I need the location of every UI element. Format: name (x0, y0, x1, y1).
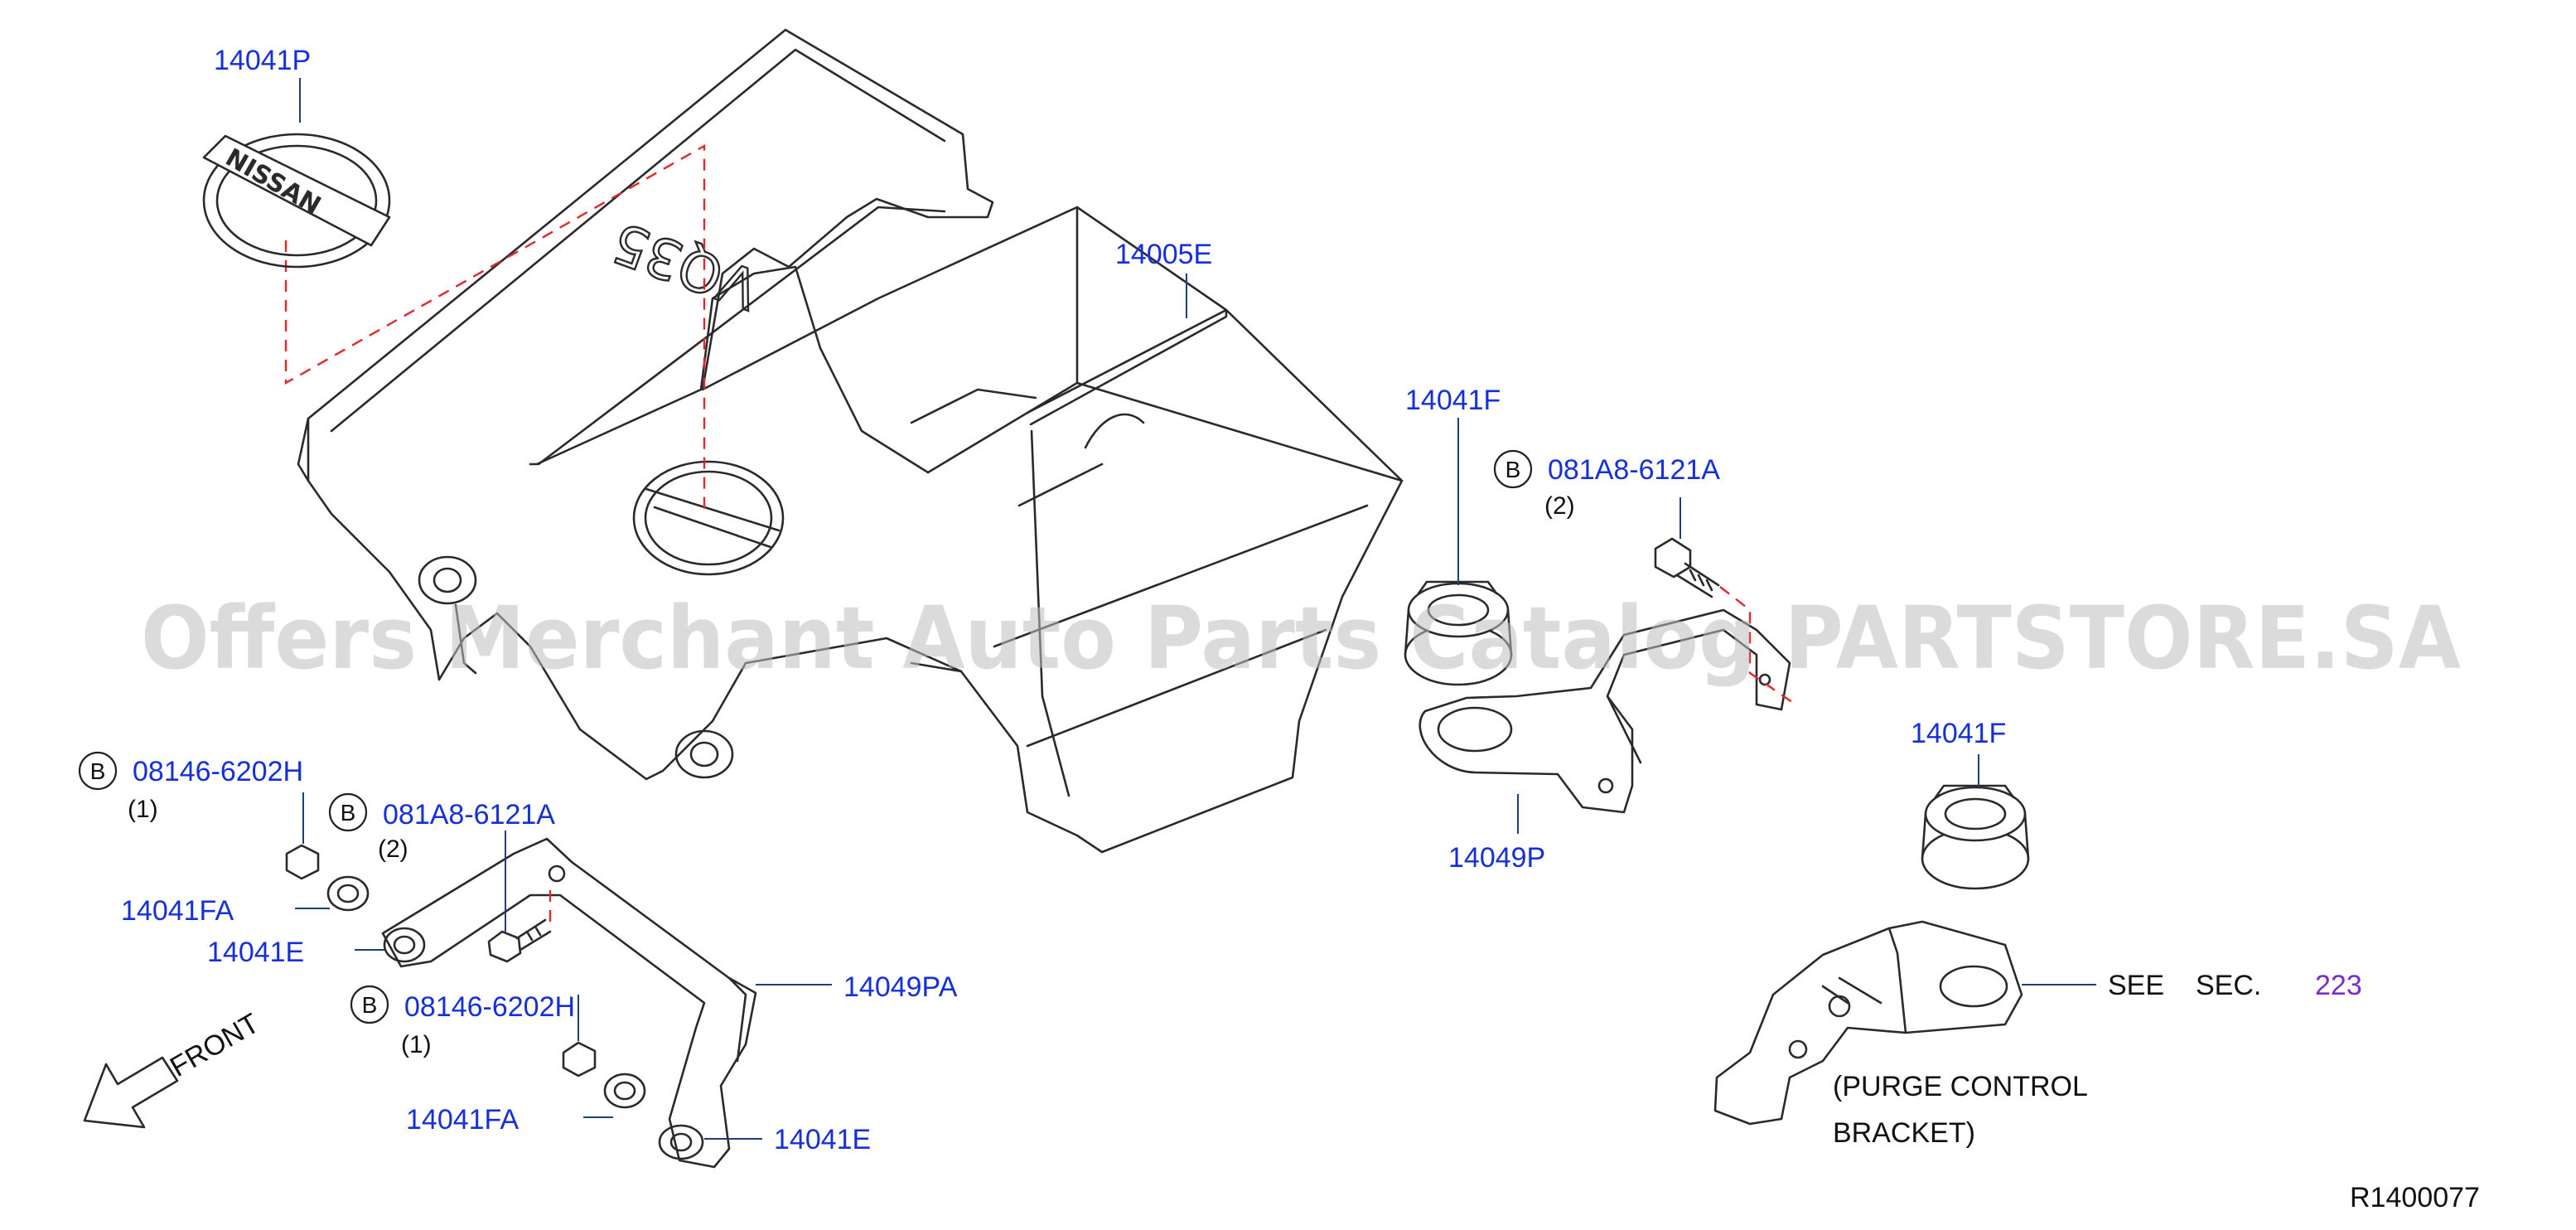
bracket-left-drawing (381, 837, 757, 1169)
badge-bolt-right: B (1493, 449, 1533, 489)
bolt-left-upper-drawing (285, 844, 370, 912)
emblem-dash-guide (284, 143, 706, 514)
label-bolt-right[interactable]: 081A8-6121A (1548, 454, 1720, 486)
label-emblem[interactable]: 14041P (214, 45, 311, 76)
bolt-right-drawing (1654, 537, 1720, 598)
qty-bolt-left-mid: (2) (378, 835, 408, 863)
label-bolt-left-mid[interactable]: 081A8-6121A (383, 799, 555, 830)
section-link-223[interactable]: 223 (2315, 970, 2362, 1001)
purge-note-line1: (PURGE CONTROL (1833, 1071, 2088, 1102)
badge-letter: B (362, 992, 378, 1018)
label-bolt-left-lower[interactable]: 08146-6202H (404, 991, 575, 1023)
qty-bolt-right: (2) (1544, 492, 1575, 520)
sec-label: SEC. (2196, 970, 2261, 1001)
front-label: FRONT (165, 1007, 264, 1082)
badge-letter: B (341, 800, 356, 826)
label-bracket-right[interactable]: 14049P (1448, 842, 1545, 874)
see-label: SEE (2108, 970, 2164, 1001)
purge-note-line2: BRACKET) (1833, 1117, 1975, 1149)
engine-cover-drawing: VQ35 (297, 28, 1404, 854)
grommet-upper-drawing (1404, 580, 1513, 686)
label-grommet-lower[interactable]: 14041F (1911, 718, 2006, 749)
label-collar-upper[interactable]: 14041FA (121, 895, 234, 927)
leader-lines (295, 78, 2096, 1140)
label-grommet-upper[interactable]: 14041F (1405, 385, 1501, 416)
label-insulator-upper[interactable]: 14041E (207, 937, 304, 968)
qty-bolt-left-upper: (1) (128, 796, 158, 823)
bracket-right-drawing (1418, 608, 1791, 814)
label-cover[interactable]: 14005E (1115, 239, 1212, 270)
bolt-left-lower-drawing (562, 1041, 646, 1109)
label-insulator-lower[interactable]: 14041E (774, 1124, 871, 1155)
badge-letter: B (1505, 457, 1521, 482)
badge-bolt-left-upper: B (78, 751, 118, 791)
label-bracket-left[interactable]: 14049PA (843, 971, 958, 1003)
grommet-lower-drawing (1921, 784, 2030, 890)
cover-engine-marking: VQ35 (604, 210, 767, 321)
bolt-left-mid-drawing (487, 918, 552, 963)
nissan-emblem-drawing: NISSAN (202, 133, 391, 269)
front-direction-arrow (83, 1056, 179, 1129)
badge-bolt-left-lower: B (350, 985, 389, 1024)
badge-bolt-left-mid: B (328, 792, 368, 832)
label-collar-lower[interactable]: 14041FA (406, 1104, 519, 1136)
badge-letter: B (90, 758, 106, 784)
label-bolt-left-upper[interactable]: 08146-6202H (133, 756, 303, 787)
reference-code: R1400077 (2350, 1182, 2480, 1213)
purge-control-bracket-drawing (1713, 920, 2023, 1126)
bolt-right-dash-guide (1719, 586, 1799, 707)
qty-bolt-left-lower: (1) (401, 1031, 432, 1058)
watermark: Offers Merchant Auto Parts Catalog PARTS… (141, 588, 2461, 689)
